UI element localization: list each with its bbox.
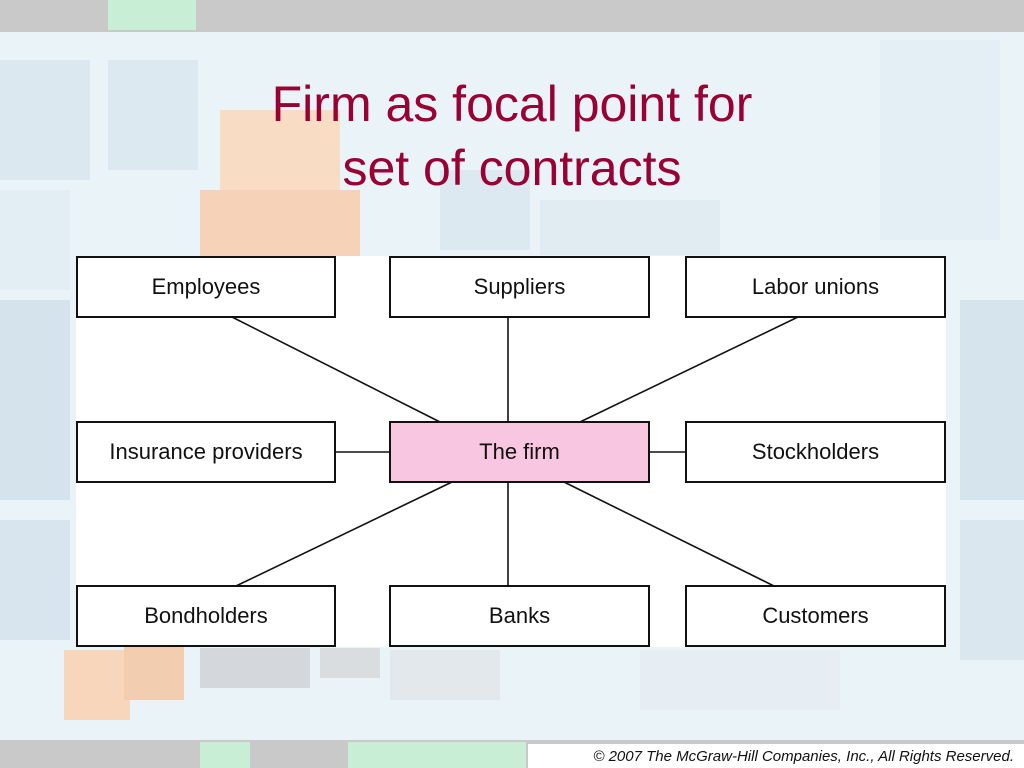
node-insurance-providers: Insurance providers (76, 421, 336, 483)
connector-labor-unions (579, 316, 799, 423)
connector-customers (563, 481, 775, 587)
node-banks: Banks (389, 585, 650, 647)
node-the-firm: The firm (389, 421, 650, 483)
node-bondholders: Bondholders (76, 585, 336, 647)
node-customers: Customers (685, 585, 946, 647)
connector-bondholders (235, 481, 453, 587)
node-employees: Employees (76, 256, 336, 318)
connector-employees (231, 316, 441, 423)
title-line-2: set of contracts (342, 140, 682, 196)
slide-title: Firm as focal point for set of contracts (0, 72, 1024, 200)
node-stockholders: Stockholders (685, 421, 946, 483)
node-labor-unions: Labor unions (685, 256, 946, 318)
node-suppliers: Suppliers (389, 256, 650, 318)
title-line-1: Firm as focal point for (271, 76, 753, 132)
copyright-footer: © 2007 The McGraw-Hill Companies, Inc., … (528, 744, 1024, 768)
